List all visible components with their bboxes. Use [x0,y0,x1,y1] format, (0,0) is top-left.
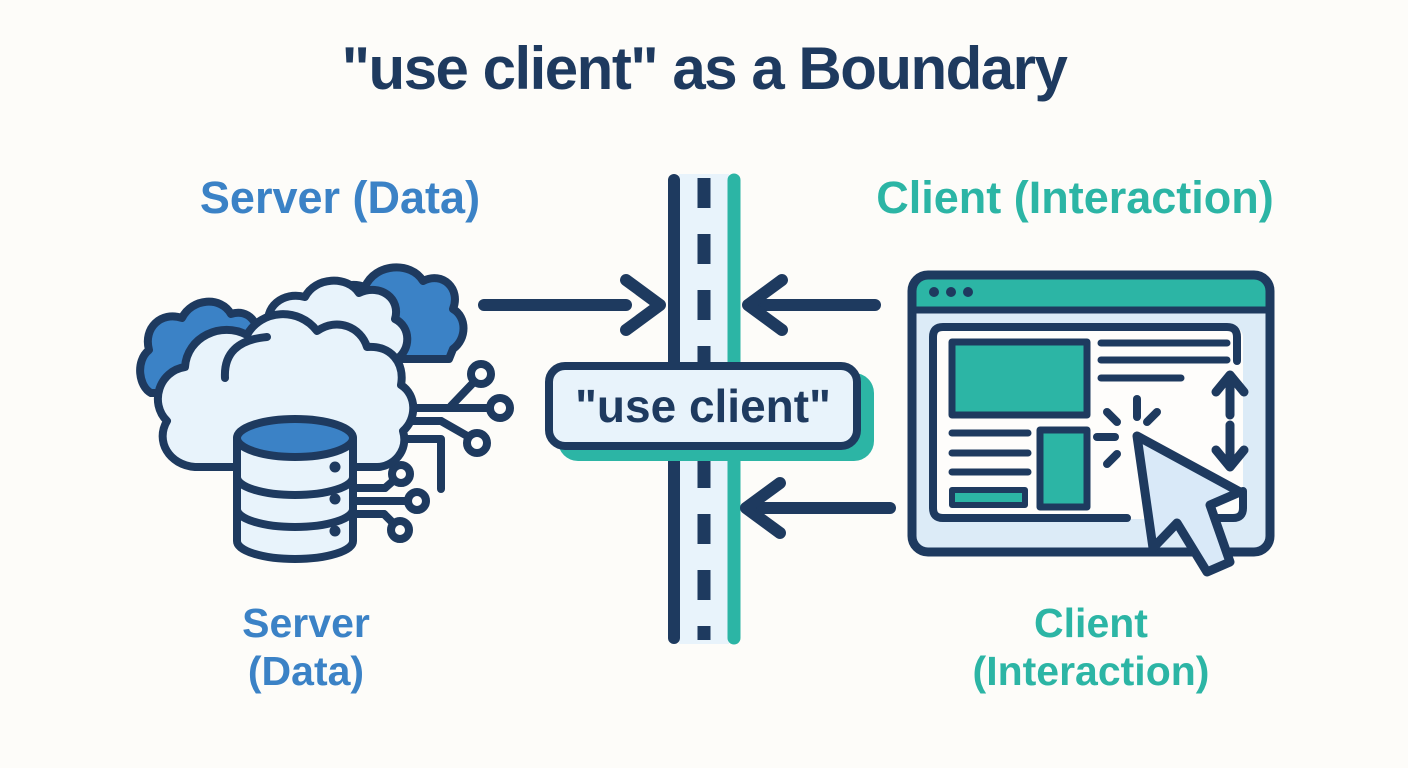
window-dot-icon [929,287,939,297]
client-bottom-line1: Client [1034,600,1148,646]
circuit-traces-icon [353,360,514,543]
use-client-badge: "use client" [545,362,861,450]
client-top-label: Client (Interaction) [876,172,1274,223]
hero-image-placeholder [948,338,1091,419]
circuit-node [388,461,414,487]
cloud-highlight-arc [220,333,271,382]
cursor-icon [1132,431,1245,577]
circuit-node [463,429,491,457]
scroll-up-arrow-icon [1211,370,1249,420]
circuit-node [486,394,514,422]
browser-window-cursor-icon [907,270,1275,577]
browser-frame [907,270,1275,557]
client-bottom-line2: (Interaction) [972,647,1210,694]
window-dot-icon [963,287,973,297]
server-bottom-line2: (Data) [247,647,365,694]
arrow-left-lower-icon [740,477,896,539]
client-bottom-label: Client (Interaction) [935,600,1247,696]
arrow-left-icon [742,274,881,336]
arrow-right-icon [478,274,666,336]
server-top-label: Server (Data) [199,172,481,223]
window-dot-icon [946,287,956,297]
scroll-down-arrow-icon [1211,420,1249,472]
circuit-node [387,517,413,543]
browser-title-bar [912,275,1270,309]
circuit-node [404,488,430,514]
teal-bar-placeholder [949,487,1028,508]
click-burst-icon [1093,395,1161,468]
database-icon [233,415,357,563]
use-client-badge-label: "use client" [575,380,831,432]
server-bottom-label: Server (Data) [156,600,456,696]
circuit-node [467,360,495,388]
side-image-placeholder [1036,426,1091,511]
cloud-database-circuit-icon [136,263,514,563]
page-title: "use client" as a Boundary [341,35,1068,102]
server-bottom-line1: Server [242,600,370,646]
